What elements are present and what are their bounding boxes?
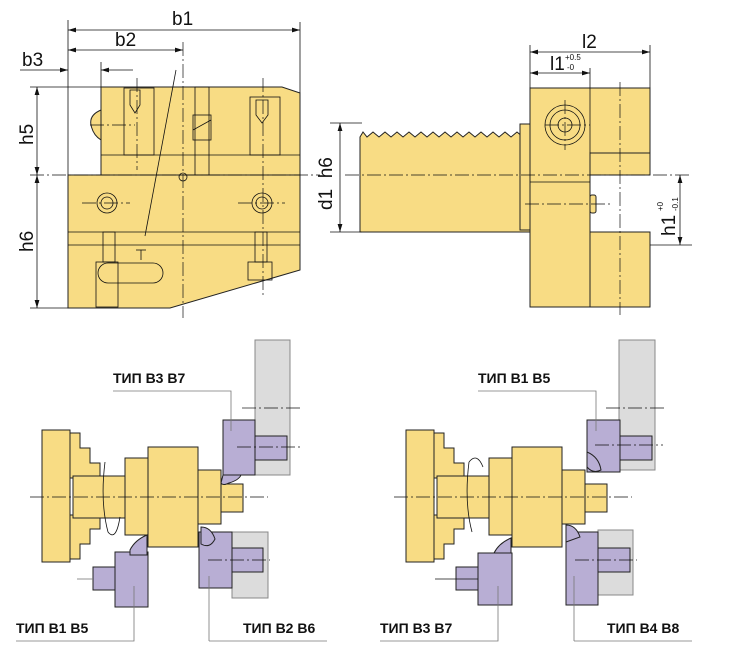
label-right-bottom-left: ТИП В3 В7	[380, 620, 452, 636]
tool-b1-b5	[114, 551, 149, 608]
side-view: l2 l1 +0.5 -0 d1 h6 h1 +0 -0.1	[316, 32, 692, 315]
chuck	[41, 429, 71, 563]
dim-l1-tol-lower: -0	[567, 63, 575, 72]
dim-h1: h1	[659, 215, 680, 236]
dim-h6: h6	[17, 231, 38, 252]
flange	[519, 123, 531, 231]
dim-h1-tol-upper: +0	[656, 201, 665, 211]
tool-b3-b7	[477, 552, 513, 606]
label-left-bottom-right: ТИП В2 В6	[243, 620, 315, 636]
dim-d1-h6: d1 h6	[316, 157, 337, 210]
front-view: b1 b2 b3 h5 h6	[17, 9, 320, 318]
dim-h5: h5	[17, 124, 38, 145]
label-left-top: ТИП В3 В7	[113, 370, 185, 386]
tool-b4-b8	[565, 531, 599, 606]
right-setup: ТИП В1 В5 ТИП В3 В7 ТИП В4 В8	[380, 339, 692, 642]
threaded-shank	[359, 121, 547, 233]
dim-h1-tol-lower: -0.1	[671, 197, 680, 211]
upper-block	[100, 86, 301, 176]
dim-b2: b2	[115, 30, 136, 51]
dim-b1: b1	[172, 9, 193, 30]
label-right-bottom-right: ТИП В4 В8	[607, 620, 679, 636]
label-right-top: ТИП В1 В5	[478, 370, 550, 386]
dim-l1-tol-upper: +0.5	[565, 53, 581, 62]
label-left-bottom-left: ТИП В1 В5	[16, 620, 88, 636]
left-setup: ТИП В3 В7 ТИП В1 В5 ТИП В2 В6	[16, 339, 327, 642]
dim-l1: l1	[550, 54, 565, 75]
dim-b3: b3	[22, 50, 43, 71]
tool-b3-b7	[222, 419, 256, 476]
dim-l2: l2	[582, 32, 597, 53]
chuck	[405, 429, 435, 563]
